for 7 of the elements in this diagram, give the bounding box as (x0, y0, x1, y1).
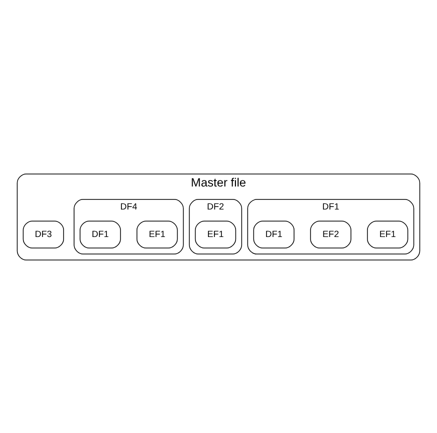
node-box: DF1 (80, 220, 121, 248)
node-box: EF1 (136, 220, 178, 248)
node-box: EF2 (310, 220, 352, 248)
node-box: DF1 (253, 220, 294, 248)
node-box: DF3 (22, 220, 64, 248)
node-box: EF1 (367, 220, 408, 248)
node-box: EF1 (194, 220, 236, 248)
